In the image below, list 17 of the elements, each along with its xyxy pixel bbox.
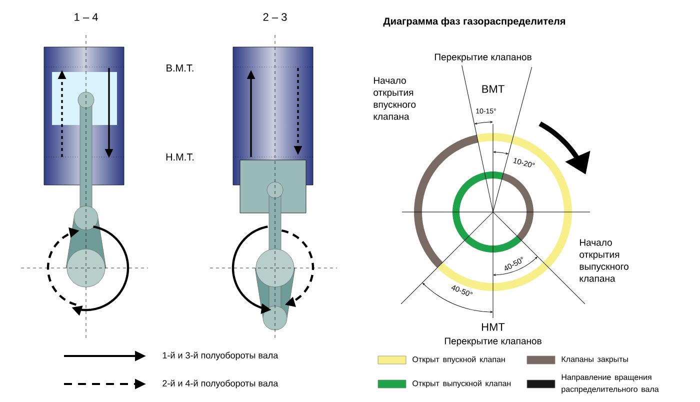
position-label: 1 – 4 [74, 13, 98, 21]
legend-text: Направление вращения распределительного вала [562, 374, 659, 394]
annotation: Начало открытия выпускного клапана [580, 239, 628, 282]
legend-text: Открыт выпускной клапан [412, 380, 511, 388]
annotation: Перекрытие клапанов [434, 54, 532, 62]
legend-text: Клапаны закрыты [562, 356, 628, 364]
dead-centre-label: В.М.Т. [166, 64, 194, 72]
legend-text: 1-й и 3-й полуобороты вала [162, 352, 278, 360]
legend-text: 2-й и 4-й полуобороты вала [162, 380, 278, 388]
legend-text: Открыт впускной клапан [412, 356, 505, 364]
dead-centre-label: ВМТ [482, 85, 504, 93]
dead-centre-label: Н.М.Т. [166, 154, 194, 160]
position-label: 2 – 3 [263, 13, 287, 21]
diagram-title: Диаграмма фаз газораспределителя [383, 17, 566, 27]
dead-centre-label: НМТ [482, 323, 505, 331]
annotation: Перекрытие клапанов [444, 338, 542, 346]
annotation: Начало открытия впускного клапана [374, 77, 416, 120]
